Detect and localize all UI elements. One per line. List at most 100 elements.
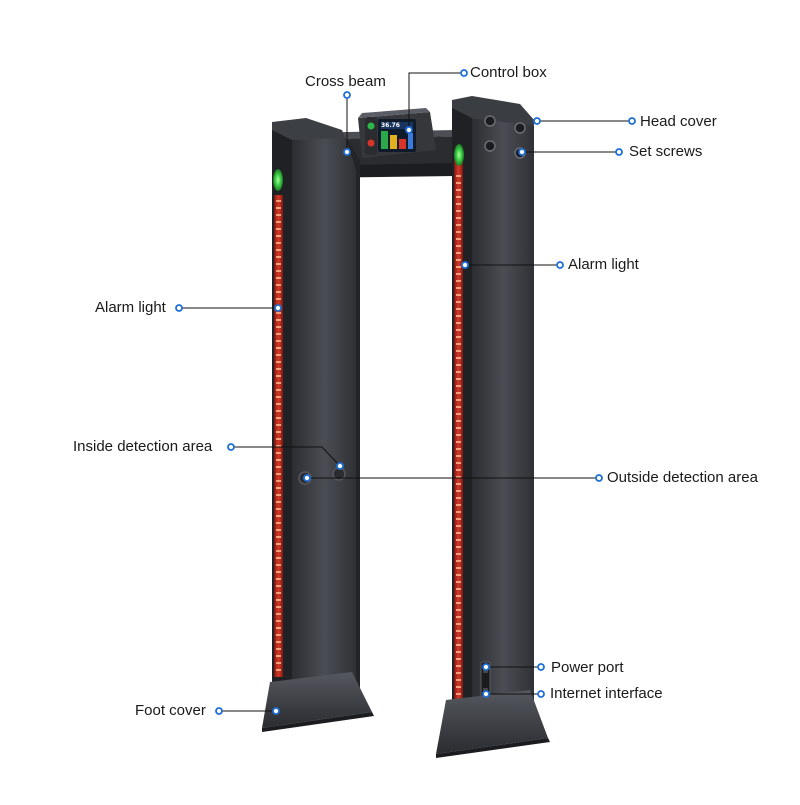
alarm-led xyxy=(276,613,281,615)
alarm-led xyxy=(456,301,461,303)
right-foot-cover xyxy=(436,690,548,754)
callout-dot xyxy=(556,261,564,269)
alarm-led xyxy=(276,424,281,426)
alarm-led xyxy=(456,476,461,478)
alarm-led xyxy=(456,399,461,401)
alarm-led xyxy=(276,242,281,244)
alarm-led xyxy=(276,263,281,265)
callout-dot xyxy=(518,148,526,156)
callout-dot xyxy=(343,91,351,99)
alarm-led xyxy=(456,567,461,569)
red-button-icon xyxy=(367,139,375,147)
left-head-cover xyxy=(272,118,346,142)
callout-dot xyxy=(595,474,603,482)
alarm-led xyxy=(456,238,461,240)
alarm-led xyxy=(276,228,281,230)
callout-dot xyxy=(175,304,183,312)
alarm-led xyxy=(276,368,281,370)
alarm-led xyxy=(456,203,461,205)
alarm-led xyxy=(456,630,461,632)
alarm-led xyxy=(276,452,281,454)
alarm-led xyxy=(456,539,461,541)
alarm-led xyxy=(456,392,461,394)
alarm-led xyxy=(456,574,461,576)
alarm-led xyxy=(456,259,461,261)
right-alarm-light-strip xyxy=(454,160,463,700)
label-outside-detection-area: Outside detection area xyxy=(607,469,758,486)
right-green-indicator xyxy=(454,144,464,166)
alarm-led xyxy=(276,634,281,636)
label-set-screws: Set screws xyxy=(629,143,703,160)
alarm-led xyxy=(456,343,461,345)
alarm-led xyxy=(456,455,461,457)
callout-dot xyxy=(460,69,468,77)
alarm-led xyxy=(276,291,281,293)
set-screw-icon xyxy=(514,122,526,134)
alarm-led xyxy=(276,515,281,517)
alarm-led xyxy=(456,364,461,366)
alarm-led xyxy=(276,641,281,643)
alarm-led xyxy=(456,588,461,590)
alarm-led xyxy=(276,473,281,475)
alarm-led xyxy=(276,438,281,440)
alarm-led xyxy=(456,217,461,219)
alarm-led xyxy=(456,651,461,653)
alarm-led xyxy=(276,277,281,279)
alarm-led xyxy=(456,196,461,198)
alarm-led xyxy=(456,637,461,639)
alarm-led xyxy=(276,648,281,650)
alarm-led xyxy=(276,627,281,629)
alarm-led xyxy=(456,385,461,387)
alarm-led xyxy=(456,525,461,527)
alarm-led xyxy=(276,599,281,601)
alarm-led xyxy=(276,571,281,573)
label-cross-beam: Cross beam xyxy=(305,73,386,90)
alarm-led xyxy=(456,497,461,499)
alarm-led xyxy=(276,333,281,335)
callout-dot xyxy=(628,117,636,125)
alarm-led xyxy=(456,504,461,506)
right-head-cover xyxy=(452,96,534,128)
alarm-led xyxy=(456,224,461,226)
alarm-led xyxy=(276,480,281,482)
label-foot-cover: Foot cover xyxy=(135,702,206,719)
alarm-led xyxy=(456,280,461,282)
alarm-led xyxy=(456,427,461,429)
alarm-led xyxy=(456,560,461,562)
alarm-led xyxy=(276,655,281,657)
callout-dot xyxy=(537,663,545,671)
alarm-led xyxy=(456,371,461,373)
alarm-led xyxy=(276,543,281,545)
alarm-led xyxy=(456,189,461,191)
alarm-led xyxy=(276,249,281,251)
alarm-led xyxy=(456,581,461,583)
callout-dot xyxy=(215,707,223,715)
alarm-led xyxy=(456,441,461,443)
alarm-led xyxy=(456,406,461,408)
alarm-led xyxy=(456,546,461,548)
alarm-led xyxy=(276,270,281,272)
callout-dot xyxy=(405,126,413,134)
alarm-led xyxy=(456,329,461,331)
callout-dot xyxy=(615,148,623,156)
alarm-led xyxy=(276,550,281,552)
alarm-led xyxy=(276,494,281,496)
alarm-led xyxy=(276,487,281,489)
callout-dot xyxy=(303,474,311,482)
alarm-led xyxy=(276,340,281,342)
label-internet-interface: Internet interface xyxy=(550,685,663,702)
alarm-led xyxy=(456,469,461,471)
alarm-led xyxy=(456,686,461,688)
callout-dot xyxy=(482,690,490,698)
alarm-led xyxy=(276,214,281,216)
alarm-led xyxy=(456,231,461,233)
alarm-led xyxy=(276,319,281,321)
alarm-led xyxy=(276,326,281,328)
alarm-led xyxy=(276,557,281,559)
callout-dot xyxy=(336,462,344,470)
alarm-led xyxy=(456,315,461,317)
alarm-led xyxy=(456,644,461,646)
callout-dot xyxy=(274,304,282,312)
alarm-led xyxy=(456,623,461,625)
